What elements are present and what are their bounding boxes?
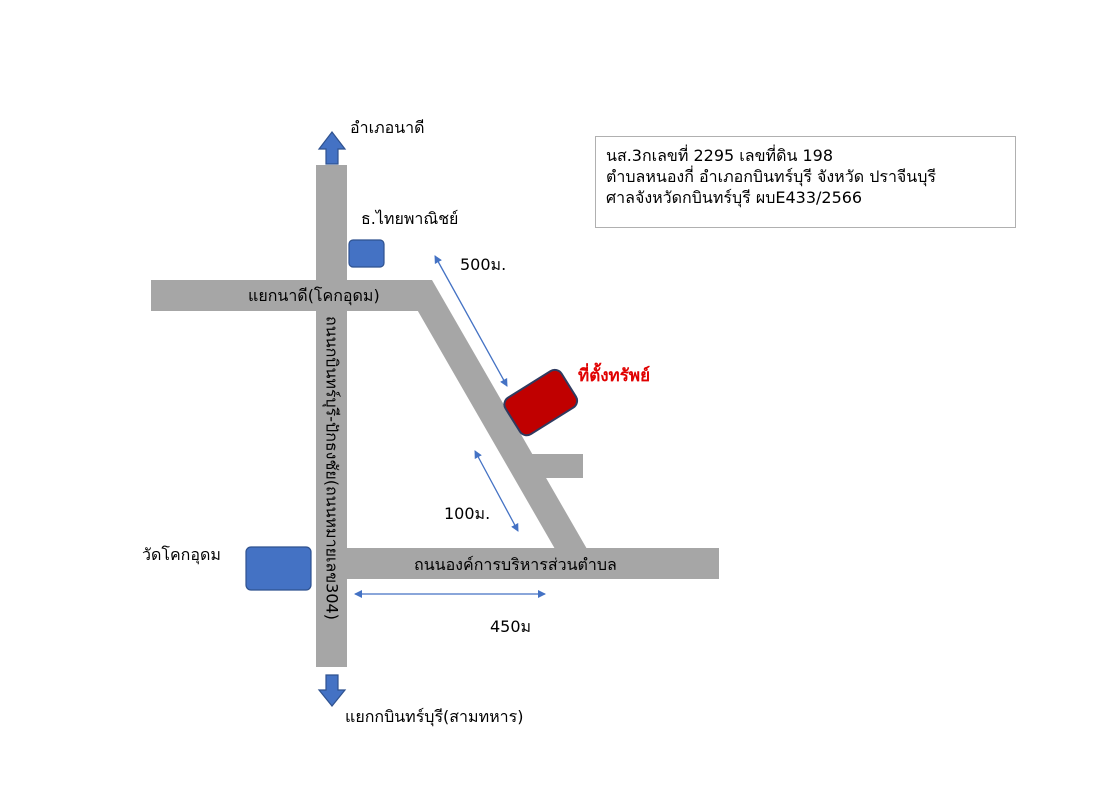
south-destination-label: แยกกบินทร์บุรี(สามทหาร) xyxy=(345,707,524,726)
junction-road-label: แยกนาดี(โคกอุดม) xyxy=(248,286,380,305)
bank-label: ธ.ไทยพาณิชย์ xyxy=(361,209,459,228)
bank-marker xyxy=(348,239,385,268)
distance-500-arrow xyxy=(434,255,508,387)
distance-100-label: 100ม. xyxy=(444,504,491,523)
junction-road-horizontal xyxy=(151,280,432,311)
main-road-label: ถนนกบินทร์บุรี-ปักธงชัย(ถนนหมายเลข304) xyxy=(322,316,342,620)
main-road-label-wrapper: ถนนกบินทร์บุรี-ปักธงชัย(ถนนหมายเลข304) xyxy=(321,313,342,623)
info-line-court: ศาลจังหวัดกบินทร์บุรี ผบE433/2566 xyxy=(606,188,863,207)
distance-100-arrow xyxy=(474,450,519,532)
property-label: ที่ตั้งทรัพย์ xyxy=(578,366,651,386)
local-road-label: ถนนองค์การบริหารส่วนตำบล xyxy=(414,555,617,574)
distance-500-label: 500ม. xyxy=(460,255,507,274)
main-road-vertical xyxy=(316,165,347,667)
diagonal-road-branch xyxy=(525,454,583,478)
temple-label: วัดโคกอุดม xyxy=(142,545,221,564)
north-arrow-icon xyxy=(317,131,347,165)
local-road-horizontal xyxy=(347,548,719,579)
property-info-box: นส.3กเลขที่ 2295 เลขที่ดิน 198 ตำบลหนองก… xyxy=(595,136,1016,228)
info-line-deed: นส.3กเลขที่ 2295 เลขที่ดิน 198 xyxy=(606,146,834,165)
property-marker xyxy=(503,368,579,437)
distance-450-label: 450ม xyxy=(490,617,532,636)
temple-marker xyxy=(245,546,312,591)
north-destination-label: อำเภอนาดี xyxy=(350,118,425,137)
info-line-location: ตำบลหนองกี่ อำเภอกบินทร์บุรี จังหวัด ปรา… xyxy=(606,167,936,186)
south-arrow-icon xyxy=(317,674,347,707)
